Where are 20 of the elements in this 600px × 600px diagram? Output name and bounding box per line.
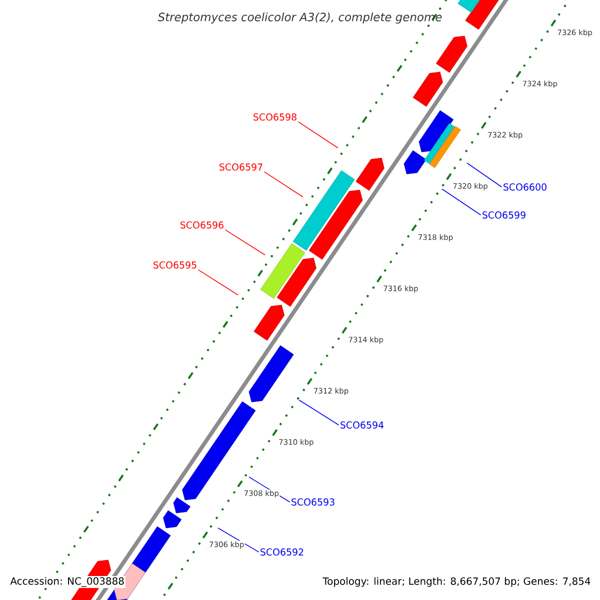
leader-line bbox=[198, 269, 238, 296]
gene-label: SCO6597 bbox=[220, 163, 262, 171]
gene-label: SCO6594 bbox=[340, 421, 384, 429]
leader-line bbox=[224, 229, 266, 256]
gene-label: SCO6593 bbox=[292, 498, 334, 506]
leader-line bbox=[298, 121, 338, 148]
gene-label: SCO6598 bbox=[254, 113, 296, 121]
summary-text: Topology: linear; Length: 8,667,507 bp; Genes: 7,854 bbox=[322, 577, 590, 587]
leader-line bbox=[298, 400, 340, 426]
accession-text: Accession: NC_003888 bbox=[9, 576, 126, 588]
gene-label: SCO6600 bbox=[504, 183, 546, 191]
gene-label: SCO6592 bbox=[260, 548, 304, 556]
title: Streptomyces coelicolor A3(2), complete genome bbox=[158, 12, 442, 24]
gene-label: SCO6595 bbox=[154, 261, 196, 269]
leader-line bbox=[442, 188, 482, 216]
gene-label: SCO6599 bbox=[482, 211, 526, 219]
gene-label: SCO6596 bbox=[180, 221, 224, 229]
leader-line bbox=[466, 162, 502, 188]
leader-line bbox=[218, 528, 260, 552]
leader-line bbox=[264, 171, 304, 198]
